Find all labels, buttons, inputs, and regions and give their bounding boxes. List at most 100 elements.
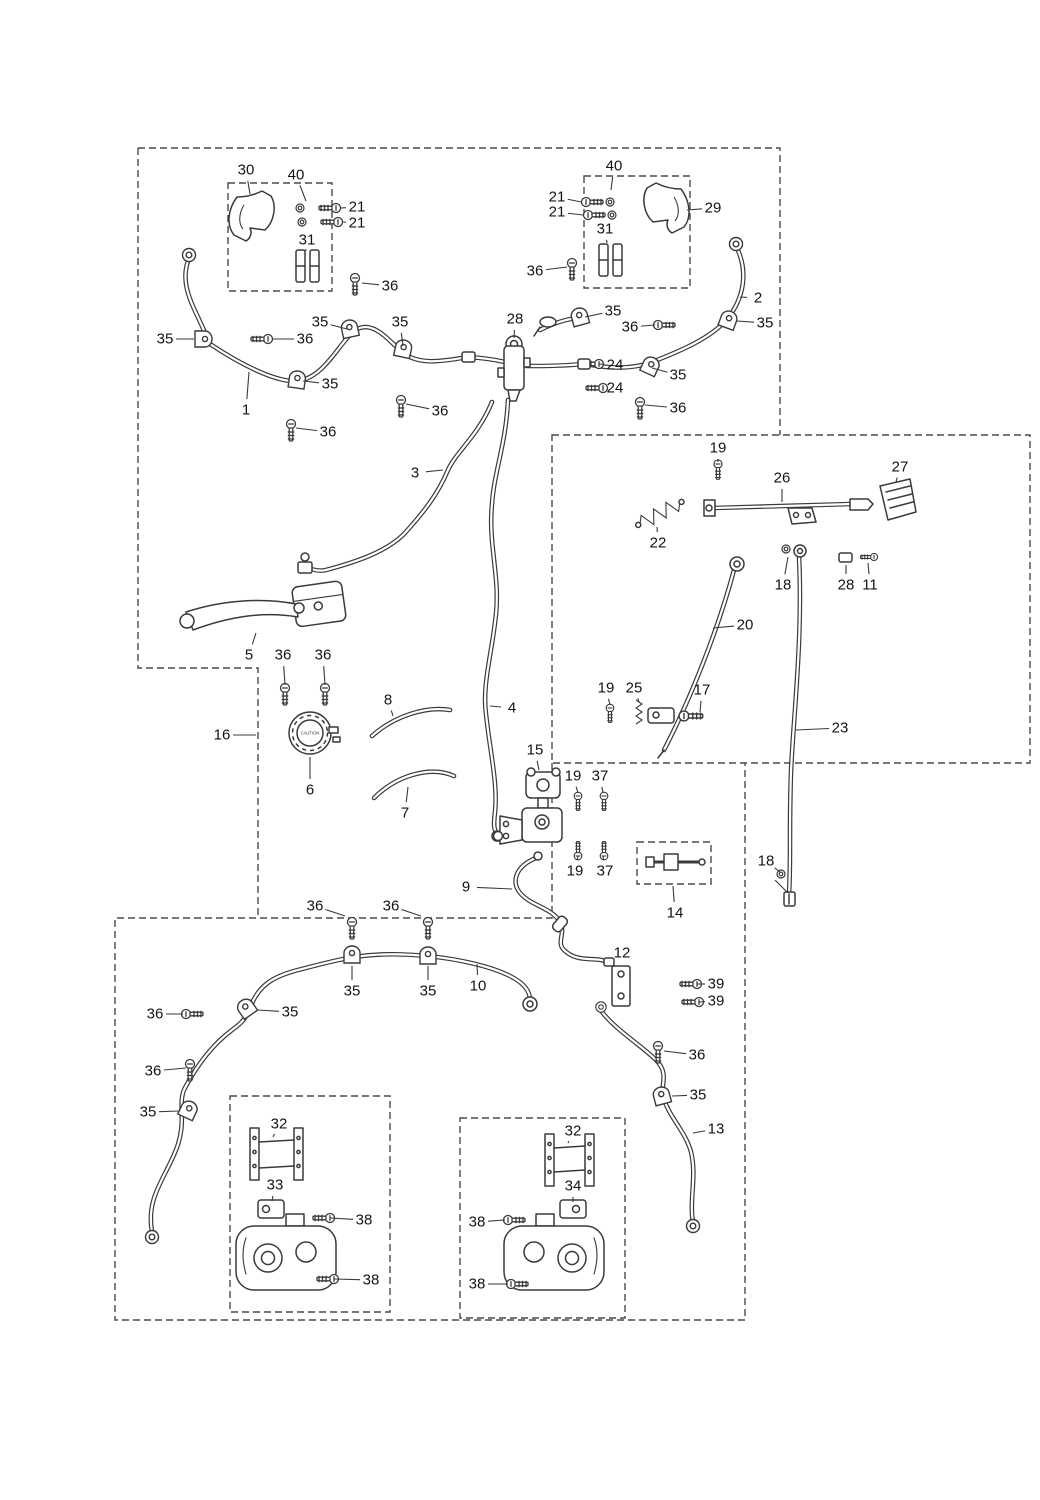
leader-line (895, 477, 898, 483)
callout-36: 36 (275, 647, 292, 664)
callout-35: 35 (420, 983, 437, 1000)
callout-39: 39 (708, 993, 725, 1010)
callout-35: 35 (322, 376, 339, 393)
leader-line (637, 698, 640, 703)
callout-14: 14 (667, 905, 684, 922)
callout-29: 29 (705, 200, 722, 217)
brake-caliper-34 (503, 1199, 605, 1291)
caution-cap-text: CAUTION (301, 731, 320, 736)
callout-19: 19 (565, 768, 582, 785)
callout-16: 16 (214, 727, 231, 744)
callout-24: 24 (607, 357, 624, 374)
callout-35: 35 (757, 315, 774, 332)
brake-pads-32-right (544, 1133, 595, 1187)
banjo-fitting-icon (728, 236, 744, 252)
sub-box-clamp-29 (583, 175, 691, 289)
parts-layer: CAUTION (144, 182, 917, 1291)
hose-clamp-icon (194, 330, 213, 348)
callout-37: 37 (592, 768, 609, 785)
callout-35: 35 (157, 331, 174, 348)
junction-valve-28 (497, 316, 557, 402)
callout-36: 36 (320, 424, 337, 441)
brake-pads-32-left (249, 1127, 304, 1181)
callout-35: 35 (690, 1087, 707, 1104)
leader-line (401, 908, 422, 917)
callout-35: 35 (670, 367, 687, 384)
grommet (551, 915, 569, 933)
leader-line (257, 1009, 280, 1012)
leader-line (602, 855, 605, 861)
callout-28: 28 (507, 311, 524, 328)
callout-36: 36 (527, 263, 544, 280)
leader-line (536, 760, 540, 771)
washer-icon (781, 544, 791, 554)
callout-39: 39 (708, 976, 725, 993)
leader-line (476, 963, 479, 976)
leader-line (567, 212, 584, 216)
bleed-valve-14 (645, 853, 706, 871)
leader-line (795, 727, 830, 731)
callout-3: 3 (411, 465, 419, 482)
callout-36: 36 (622, 319, 639, 336)
callout-32: 32 (271, 1116, 288, 1133)
leader-line (390, 710, 394, 717)
callout-19: 19 (710, 440, 727, 457)
leader-line (400, 332, 404, 347)
callout-38: 38 (469, 1276, 486, 1293)
leader-line (247, 180, 251, 195)
leader-line (489, 705, 502, 708)
lower-assembly-boundary (114, 763, 746, 1321)
callout-26: 26 (774, 470, 791, 487)
callout-36: 36 (432, 403, 449, 420)
leader-line (487, 1219, 506, 1222)
leader-line (567, 198, 582, 203)
screw-icon (318, 202, 342, 214)
sub-box-caliper-33 (229, 1095, 391, 1313)
leader-line (325, 908, 346, 917)
leader-line (784, 556, 789, 575)
callout-35: 35 (282, 1004, 299, 1021)
bolt-17-icon (678, 710, 704, 722)
bracket-12 (611, 965, 631, 1007)
screw-icon (599, 791, 609, 812)
callout-25: 25 (626, 680, 643, 697)
leader-line (584, 312, 603, 318)
callout-38: 38 (469, 1214, 486, 1231)
callout-30: 30 (238, 162, 255, 179)
screw-icon (279, 682, 291, 706)
leader-line (158, 1110, 180, 1113)
callout-6: 6 (306, 782, 314, 799)
leader-line (476, 886, 513, 890)
leader-line (329, 1217, 354, 1220)
callout-4: 4 (508, 700, 516, 717)
callout-9: 9 (462, 879, 470, 896)
leader-line (246, 371, 250, 400)
assembly-boundaries (114, 147, 1031, 1321)
callout-1: 1 (242, 402, 250, 419)
link-rod-23 (783, 544, 807, 907)
leader-line (330, 324, 348, 330)
leader-line (699, 700, 702, 713)
washer-icon (297, 217, 307, 227)
leader-line (295, 427, 318, 432)
hose-fitting (461, 351, 476, 363)
leader-line (163, 1067, 187, 1071)
banjo-bolt-icon (585, 382, 609, 394)
callout-18: 18 (758, 853, 775, 870)
leader-line (575, 786, 579, 794)
callout-2: 2 (754, 290, 762, 307)
callout-36: 36 (315, 647, 332, 664)
callout-21: 21 (549, 204, 566, 221)
leader-line (692, 1130, 706, 1134)
leader-line (774, 867, 781, 873)
sub-box-caliper-34 (459, 1117, 626, 1319)
spacer-31-left (295, 249, 320, 283)
washer-icon (605, 197, 615, 207)
screw-icon (573, 791, 583, 812)
callout-32: 32 (565, 1123, 582, 1140)
hose-end-ring (522, 996, 538, 1012)
callout-35: 35 (312, 314, 329, 331)
screw-icon (582, 209, 606, 221)
pivot-cluster (647, 707, 675, 724)
screw-icon (634, 396, 646, 420)
